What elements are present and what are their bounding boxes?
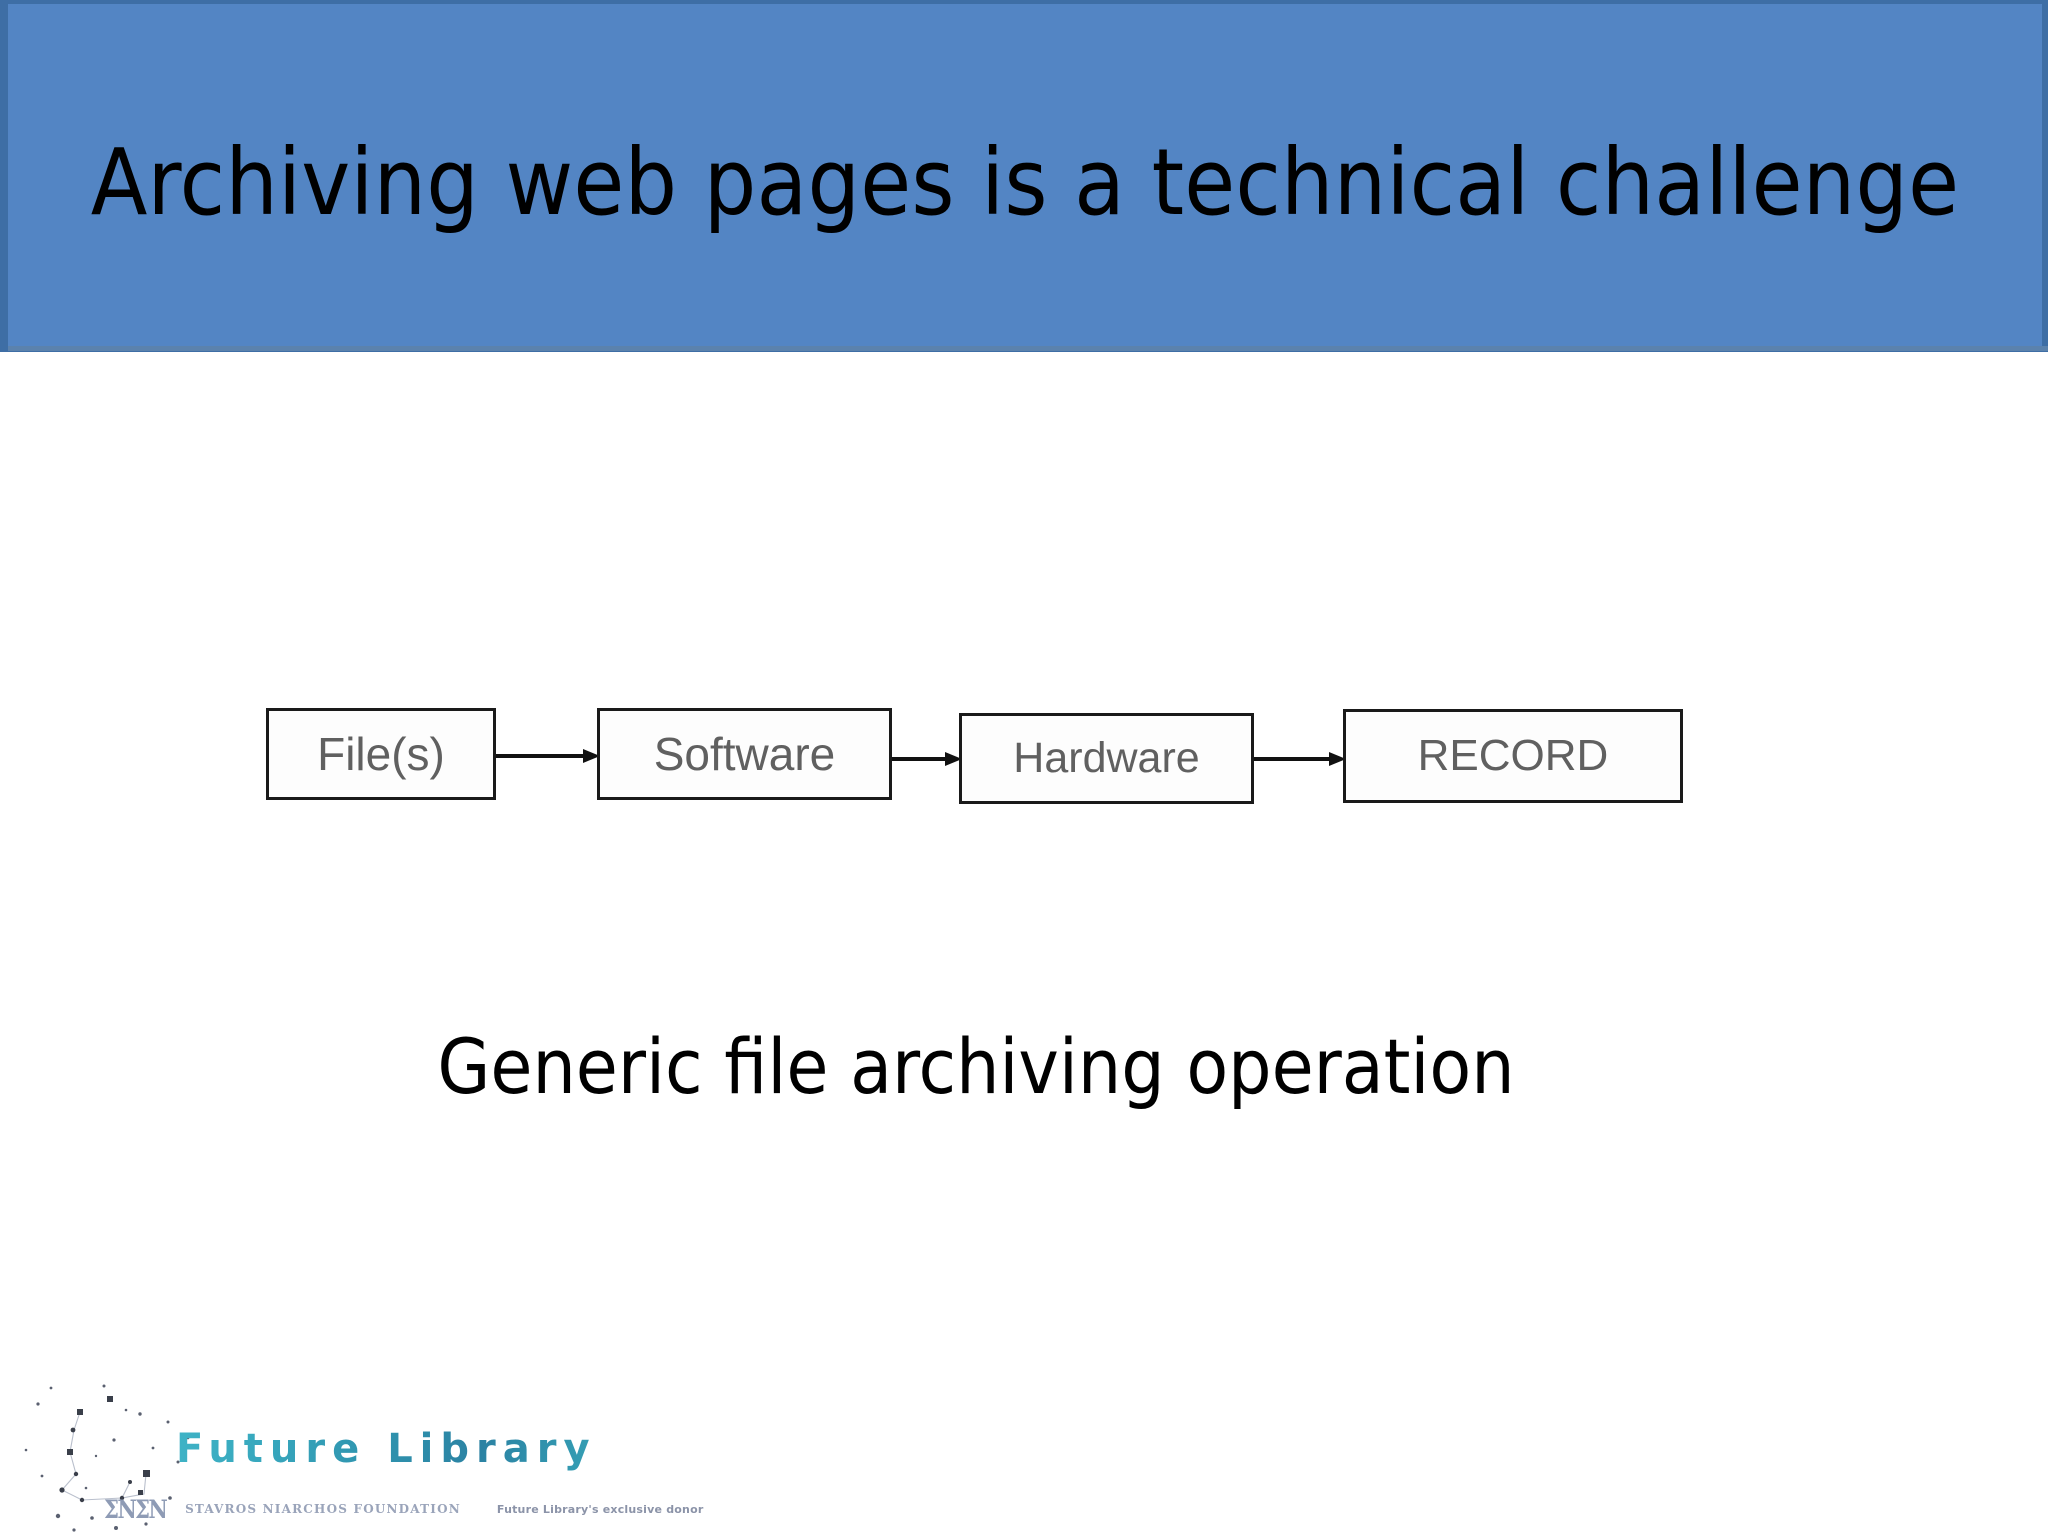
- arrow-head-icon: [1329, 752, 1346, 766]
- flow-arrow-files-to-software: [496, 749, 600, 763]
- arrow-shaft: [1254, 757, 1330, 761]
- donor-row: ΣΝΣΝ STAVROS NIARCHOS FOUNDATION Future …: [104, 1489, 703, 1529]
- arrow-head-icon: [945, 752, 962, 766]
- constellation-icon: [24, 1384, 190, 1532]
- footer-logo: Future Library: [18, 1378, 590, 1536]
- donor-note: Future Library's exclusive donor: [496, 1502, 704, 1516]
- flow-node-files-label: File(s): [317, 728, 445, 780]
- flow-node-record-label: RECORD: [1417, 731, 1609, 780]
- flow-node-software-label: Software: [653, 728, 836, 780]
- future-library-wordmark: Future Library: [176, 1426, 597, 1472]
- diagram-caption-text: Generic file archiving operation: [437, 1022, 1515, 1111]
- flow-arrow-hardware-to-record: [1254, 752, 1346, 766]
- flow-node-hardware[interactable]: Hardware: [959, 713, 1254, 804]
- snf-monogram-icon: ΣΝΣΝ: [104, 1494, 168, 1524]
- flow-node-software[interactable]: Software: [597, 708, 892, 800]
- flow-node-files[interactable]: File(s): [266, 708, 496, 800]
- arrow-head-icon: [583, 749, 600, 763]
- flow-arrow-software-to-hardware: [892, 752, 962, 766]
- diagram-caption: Generic file archiving operation: [0, 1022, 2048, 1111]
- flow-node-record[interactable]: RECORD: [1343, 709, 1683, 803]
- arrow-shaft: [892, 757, 946, 761]
- title-banner: Archiving web pages is a technical chall…: [0, 0, 2048, 352]
- page-title: Archiving web pages is a technical chall…: [90, 128, 1960, 236]
- flow-node-hardware-label: Hardware: [1013, 734, 1200, 782]
- snf-foundation-name: STAVROS NIARCHOS FOUNDATION: [185, 1502, 461, 1516]
- arrow-shaft: [496, 754, 584, 758]
